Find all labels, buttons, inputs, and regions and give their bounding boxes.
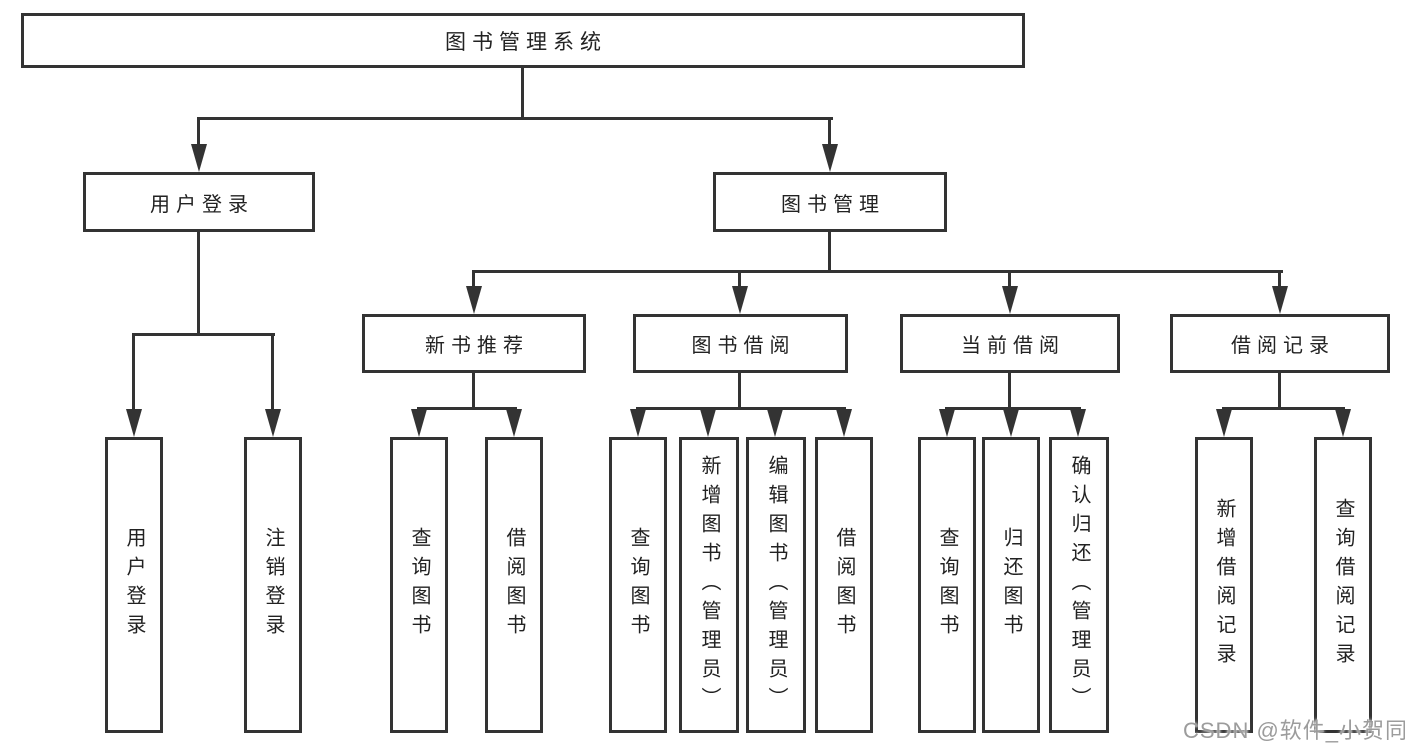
arrow-to-user-login: [191, 144, 207, 172]
connector-record-stub: [1278, 270, 1281, 288]
connector-current-drop: [1008, 373, 1011, 410]
connector-newbook-rail: [417, 407, 517, 410]
node-label: 借阅记录: [1231, 335, 1335, 357]
arrow-borrow-child-3: [767, 409, 783, 437]
connector-level2-rail: [472, 270, 1283, 273]
connector-logout-stub: [271, 333, 274, 411]
arrow-record-child-1: [1216, 409, 1232, 437]
leaf-search-borrow-record: 查询借阅记录: [1314, 437, 1372, 733]
leaf-confirm-return-admin: 确认归还（管理员）: [1049, 437, 1109, 733]
connector-newbook-stub: [472, 270, 475, 288]
leaf-add-borrow-record: 新增借阅记录: [1195, 437, 1253, 733]
connector-borrow-stub: [738, 270, 741, 288]
leaf-current-search-book: 查询图书: [918, 437, 976, 733]
leaf-borrowing-search-book: 查询图书: [609, 437, 667, 733]
node-label: 图书借阅: [691, 335, 796, 357]
connector-user-login-stub: [197, 117, 200, 147]
leaf-edit-book-admin: 编辑图书（管理员）: [746, 437, 806, 733]
node-label: 图书管理系统: [445, 30, 607, 54]
leaf-borrowing-borrow-book: 借阅图书: [815, 437, 873, 733]
leaf-return-book: 归还图书: [982, 437, 1040, 733]
arrow-to-logout: [265, 409, 281, 437]
arrow-newbook-child-1: [411, 409, 427, 437]
node-label: 新书推荐: [425, 335, 529, 357]
connector-record-drop: [1278, 373, 1281, 410]
connector-user-login-drop: [197, 232, 200, 336]
connector-login-stub: [132, 333, 135, 411]
node-label: 当前借阅: [961, 335, 1065, 357]
arrow-newbook-child-2: [506, 409, 522, 437]
node-label: 图书管理: [781, 193, 885, 216]
connector-book-mgmt-drop: [828, 232, 831, 273]
leaf-recommend-search-book: 查询图书: [390, 437, 448, 733]
node-library-management-system: 图书管理系统: [21, 13, 1025, 68]
connector-current-stub: [1008, 270, 1011, 288]
arrow-record-child-2: [1335, 409, 1351, 437]
node-borrowing-records: 借阅记录: [1170, 314, 1390, 373]
connector-newbook-drop: [472, 373, 475, 410]
node-book-borrowing: 图书借阅: [633, 314, 848, 373]
node-new-book-recommend: 新书推荐: [362, 314, 586, 373]
node-label: 用户登录: [150, 193, 254, 216]
connector-book-mgmt-stub: [828, 117, 831, 147]
arrow-to-current: [1002, 286, 1018, 314]
leaf-add-book-admin: 新增图书（管理员）: [679, 437, 739, 733]
arrow-current-child-3: [1070, 409, 1086, 437]
connector-level1-rail: [197, 117, 833, 120]
connector-borrow-drop: [738, 373, 741, 410]
connector-current-rail: [945, 407, 1081, 410]
node-current-borrowing: 当前借阅: [900, 314, 1120, 373]
arrow-to-borrow: [732, 286, 748, 314]
leaf-recommend-borrow-book: 借阅图书: [485, 437, 543, 733]
arrow-to-login: [126, 409, 142, 437]
arrow-current-child-1: [939, 409, 955, 437]
connector-user-login-rail: [132, 333, 275, 336]
arrow-current-child-2: [1003, 409, 1019, 437]
arrow-borrow-child-2: [700, 409, 716, 437]
arrow-to-record: [1272, 286, 1288, 314]
leaf-user-login: 用户登录: [105, 437, 163, 733]
node-book-management: 图书管理: [713, 172, 947, 232]
connector-record-rail: [1222, 407, 1345, 410]
connector-root-drop: [521, 68, 524, 120]
arrow-to-book-mgmt: [822, 144, 838, 172]
watermark: CSDN @软件_小贺同学: [1183, 718, 1405, 743]
node-user-login: 用户登录: [83, 172, 315, 232]
leaf-logout: 注销登录: [244, 437, 302, 733]
arrow-to-newbook: [466, 286, 482, 314]
arrow-borrow-child-4: [836, 409, 852, 437]
connector-borrow-rail: [636, 407, 846, 410]
arrow-borrow-child-1: [630, 409, 646, 437]
